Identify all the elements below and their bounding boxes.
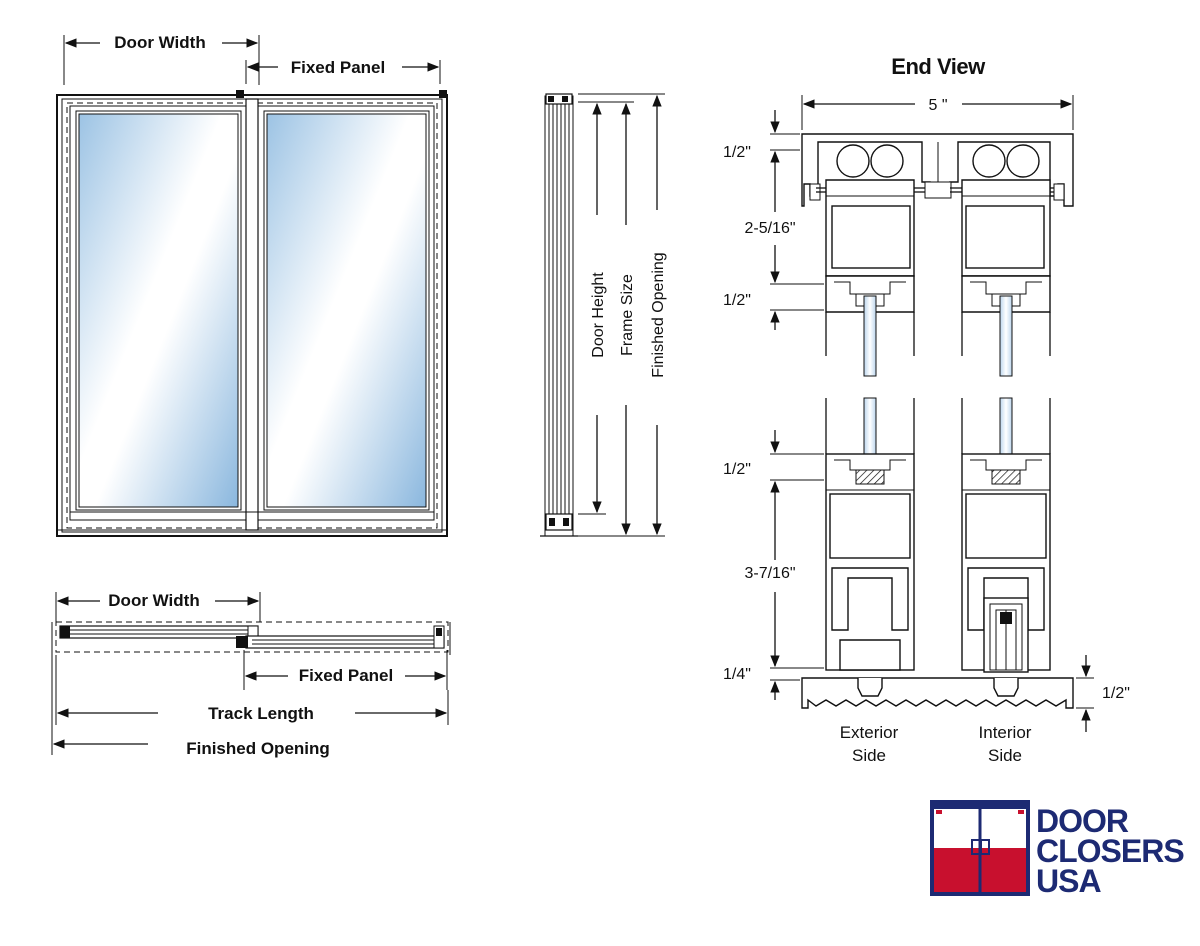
right-glass-panel [266, 113, 427, 508]
front-door-width-label: Door Width [114, 33, 205, 52]
track-length-label: Track Length [208, 704, 314, 723]
bottom-dim-3-7-16: 3-7/16" [744, 565, 795, 582]
logo-line-usa: USA [1036, 863, 1101, 899]
plan-finished-opening-label: Finished Opening [186, 739, 330, 758]
door-closers-usa-logo: DOOR CLOSERS USA [930, 800, 1185, 899]
front-elevation: Door Width Fixed Panel [56, 33, 448, 537]
plan-view: Door Width Fixed Panel Track Length Fini… [51, 591, 451, 758]
logo-line-closers: CLOSERS [1036, 833, 1184, 869]
end-view: End View 5 " [723, 54, 1130, 765]
interior-label-line2: Side [988, 746, 1022, 765]
end-view-title: End View [891, 54, 986, 79]
bottom-dim-half: 1/2" [723, 461, 751, 478]
plan-door-width-label: Door Width [108, 591, 199, 610]
end-width-dim: 5 " [928, 97, 947, 114]
exterior-label-line1: Exterior [840, 723, 899, 742]
side-finished-opening-label: Finished Opening [650, 252, 667, 377]
frame-size-label: Frame Size [619, 274, 636, 356]
side-section: Door Height Frame Size Finished Opening [540, 93, 667, 537]
interior-label-line1: Interior [979, 723, 1032, 742]
bottom-dim-quarter: 1/4" [723, 666, 751, 683]
left-glass-panel [78, 113, 239, 508]
logo-line-door: DOOR [1036, 803, 1129, 839]
exterior-label-line2: Side [852, 746, 886, 765]
top-dim-half-2: 1/2" [723, 292, 751, 309]
door-height-label: Door Height [590, 272, 607, 358]
top-dim-half-1: 1/2" [723, 144, 751, 161]
track-height-dim: 1/2" [1102, 685, 1130, 702]
top-dim-2-5-16: 2-5/16" [744, 220, 795, 237]
front-fixed-panel-label: Fixed Panel [291, 58, 385, 77]
plan-fixed-panel-label: Fixed Panel [299, 666, 393, 685]
